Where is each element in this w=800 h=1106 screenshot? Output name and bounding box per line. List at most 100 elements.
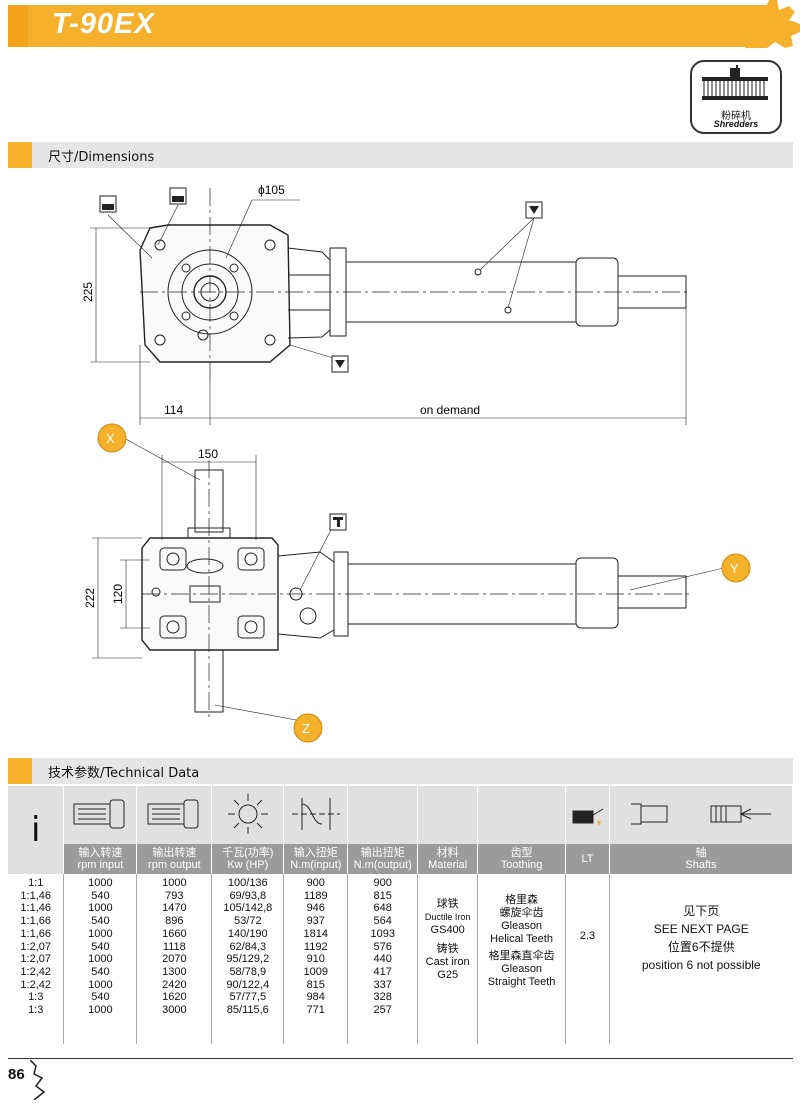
oil-can-icon — [565, 786, 610, 844]
shafts-icon — [609, 786, 794, 844]
footer-rule — [8, 1058, 793, 1059]
shafts-en2: position 6 not possible — [641, 958, 761, 972]
toothing-en2b: Straight Teeth — [487, 976, 556, 988]
table-cell: 984 — [306, 991, 325, 1004]
section-marker — [8, 142, 32, 168]
torque-icon — [283, 786, 349, 844]
page-title: T-90EX — [52, 8, 155, 40]
dim-114: 114 — [164, 403, 183, 417]
callout-x-label: X — [106, 431, 115, 446]
table-cell: 1189 — [303, 889, 328, 902]
table-cell: 1:1,66 — [20, 915, 51, 928]
dim-phi105: ϕ105 — [258, 183, 285, 197]
header-kw-hp: 千瓦(功率)Kw (HP) — [211, 844, 285, 874]
material-code2: G25 — [437, 969, 459, 981]
table-cell: 85/115,6 — [226, 1004, 269, 1017]
table-cell: 440 — [373, 953, 392, 966]
table-cell: 57/77,5 — [229, 991, 267, 1004]
table-cell: 140/190 — [227, 927, 268, 940]
table-cell: 1192 — [303, 940, 328, 953]
dim-120: 120 — [111, 584, 125, 604]
table-cell: 53/72 — [234, 915, 262, 928]
material-cell: 球铁 Ductile Iron GS400 铸铁 Cast iron G25 — [417, 874, 479, 1044]
table-cell: 1620 — [162, 991, 187, 1004]
badge-label-en: Shredders — [713, 119, 759, 129]
table-cell: 1814 — [303, 927, 328, 940]
callout-y — [721, 553, 751, 583]
table-cell: 815 — [373, 889, 392, 902]
table-cell: 328 — [373, 991, 392, 1004]
table-cell: 540 — [91, 940, 110, 953]
table-cell: 1:1,66 — [20, 927, 51, 940]
material-cn1: 球铁 — [436, 898, 459, 910]
material-cn2: 铸铁 — [436, 943, 459, 955]
table-cell: 648 — [373, 902, 392, 915]
title-bar — [8, 5, 748, 47]
table-cell: 1470 — [162, 902, 187, 915]
table-cell: 3000 — [162, 1004, 187, 1017]
table-cell: 62/84,3 — [229, 940, 267, 953]
table-cell: 100/136 — [227, 877, 268, 889]
table-cell: 815 — [306, 978, 325, 991]
output-shaft-icon — [136, 786, 213, 844]
toothing-en1b: Helical Teeth — [490, 933, 553, 945]
table-cell: 257 — [373, 1004, 392, 1017]
dimension-drawing: ϕ105 225 114 on demand 150 222 120 X Y Z — [81, 183, 751, 743]
table-cell: 1000 — [88, 953, 113, 966]
material-code1: GS400 — [430, 924, 465, 936]
table-cell: 540 — [91, 965, 110, 978]
dim-150: 150 — [198, 447, 218, 461]
shafts-cn1: 见下页 — [683, 904, 720, 918]
torque-output-icon — [347, 786, 419, 844]
table-cell: 1000 — [88, 877, 113, 889]
gear-icon — [30, 1060, 46, 1100]
shredder-icon — [702, 65, 768, 100]
table-cell: 1:3 — [28, 991, 44, 1004]
toothing-cn1: 格里森 — [505, 894, 539, 906]
callout-z-label: Z — [302, 721, 310, 736]
table-cell: 1:2,42 — [20, 965, 51, 978]
table-cell: 1093 — [370, 927, 395, 940]
badge-label-cn: 粉碎机 — [721, 111, 751, 122]
table-cell: 1:2,42 — [20, 978, 51, 991]
dim-225: 225 — [81, 282, 95, 302]
table-cell: 1000 — [162, 877, 187, 889]
table-cell: 540 — [91, 915, 110, 928]
gearbox-top-view — [139, 224, 291, 363]
header-lt: LT — [565, 844, 610, 874]
table-cell: 417 — [373, 965, 392, 978]
material-header-blank — [417, 786, 479, 844]
dimensions-heading: 尺寸/Dimensions — [48, 150, 155, 165]
ratio-symbol: i — [8, 786, 65, 874]
table-cell: 337 — [373, 978, 392, 991]
technical-section-header: 技术参数/Technical Data — [8, 758, 793, 784]
toothing-en1a: Gleason — [501, 920, 543, 932]
callout-y-label: Y — [730, 561, 739, 576]
table-cell: 1000 — [88, 978, 113, 991]
shafts-cell: 见下页 SEE NEXT PAGE 位置6不提供 position 6 not … — [609, 874, 792, 1044]
table-cell: 1009 — [303, 965, 328, 978]
dim-on-demand: on demand — [420, 403, 480, 417]
gear-icon — [745, 0, 800, 48]
dim-222: 222 — [83, 588, 97, 608]
table-cell: 2070 — [162, 953, 187, 966]
section-marker — [8, 758, 32, 784]
shafts-en1: SEE NEXT PAGE — [653, 922, 749, 936]
table-cell: 1118 — [162, 940, 186, 953]
toothing-cn1b: 螺旋伞齿 — [499, 907, 544, 919]
callout-x — [97, 423, 127, 453]
toothing-header-blank — [477, 786, 566, 844]
input-shaft-icon — [63, 786, 138, 844]
material-en1: Ductile Iron — [424, 912, 471, 922]
